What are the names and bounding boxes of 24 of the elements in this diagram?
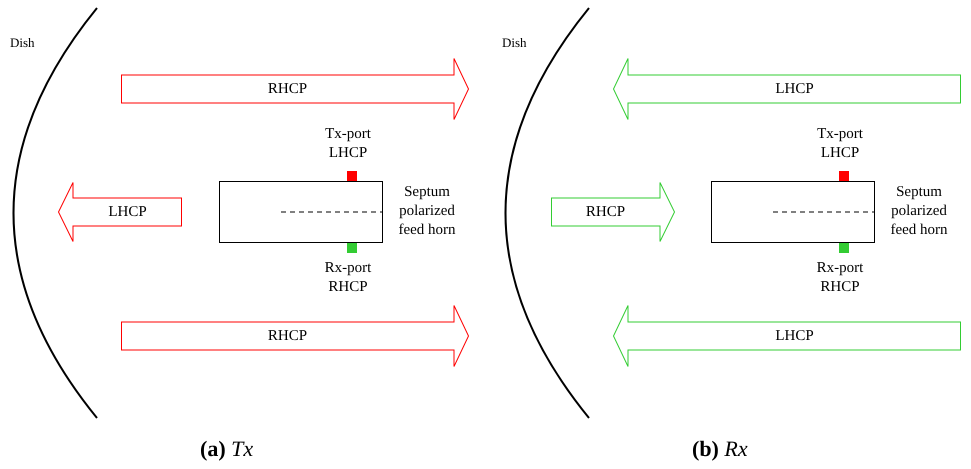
feed-horn-box — [219, 181, 383, 243]
horn-label: Septum polarized feed horn — [889, 183, 949, 240]
port-label: Tx-port LHCP — [324, 125, 372, 163]
block-arrow — [613, 58, 961, 120]
dish-label: Dish — [10, 34, 35, 52]
block-arrow — [121, 58, 469, 120]
subfigure-caption: (a) Tx — [200, 436, 254, 462]
arrow-label: LHCP — [774, 80, 815, 98]
block-arrow — [551, 182, 675, 242]
dish-label: Dish — [502, 34, 527, 52]
block-arrow — [58, 182, 182, 242]
arrow-label: LHCP — [107, 203, 148, 221]
block-arrow — [121, 305, 469, 367]
arrow-label: RHCP — [266, 327, 308, 345]
horn-label: Septum polarized feed horn — [397, 183, 457, 240]
block-arrow — [613, 305, 961, 367]
port-label: Rx-port RHCP — [816, 259, 864, 297]
arrow-label: RHCP — [584, 203, 626, 221]
arrow-label: LHCP — [774, 327, 815, 345]
port-label: Rx-port RHCP — [324, 259, 372, 297]
arrow-label: RHCP — [266, 80, 308, 98]
feed-horn-box — [711, 181, 875, 243]
port-label: Tx-port LHCP — [816, 125, 864, 163]
subfigure-caption: (b) Rx — [692, 436, 748, 462]
